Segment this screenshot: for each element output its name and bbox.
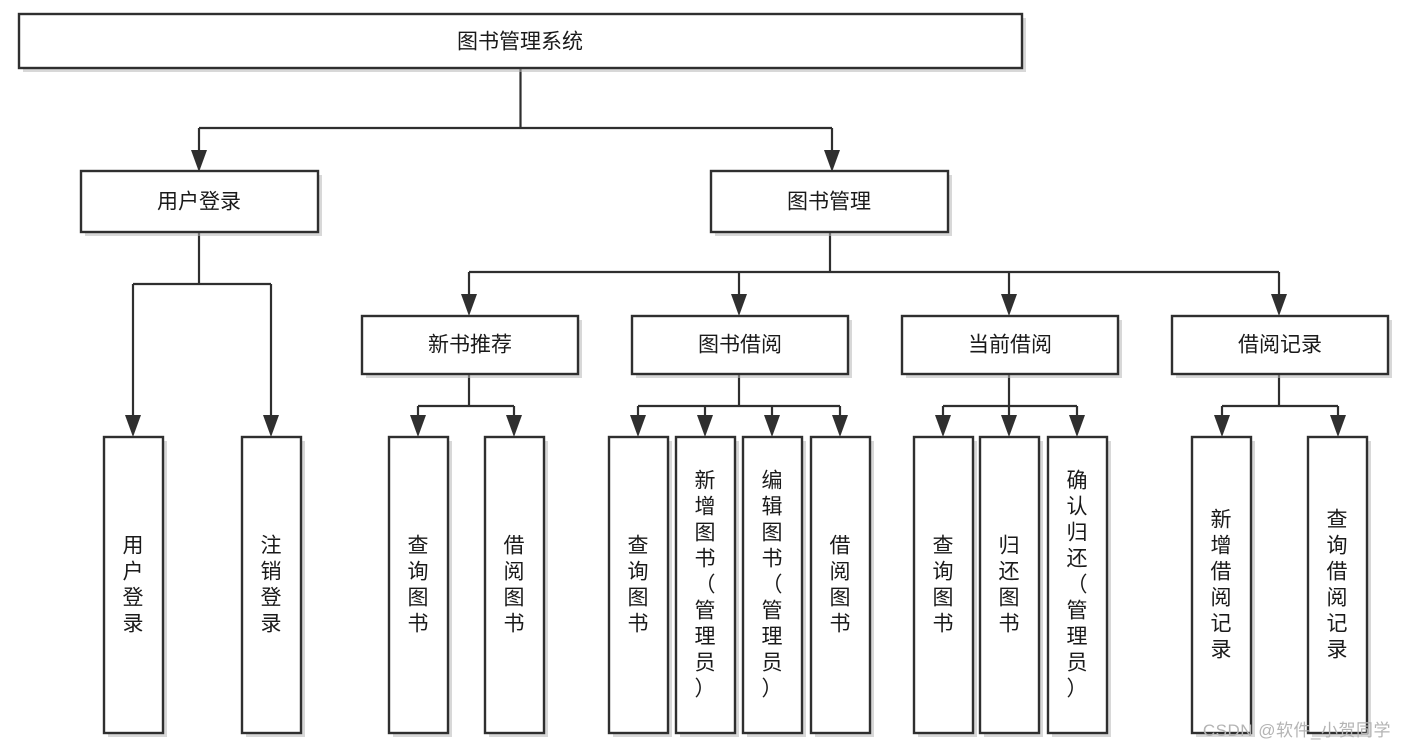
leaf-add-record-label: 新增借阅记录 <box>1211 509 1232 662</box>
arrow-to-leaf-query-record <box>1330 415 1346 437</box>
borrow-records-label: 借阅记录 <box>1238 334 1322 357</box>
node-current-borrow[interactable]: 当前借阅 <box>900 314 1122 378</box>
arrow-to-leaf-confirm-return <box>1069 415 1085 437</box>
leaf-borrow-book-borrow[interactable]: 借阅图书 <box>809 435 874 737</box>
leaf-logout-label: 注销登录 <box>261 535 282 636</box>
arrow-to-leaf-query-book-1 <box>410 415 426 437</box>
new-book-box[interactable] <box>360 314 580 376</box>
leaf-return-book-box[interactable] <box>978 435 1041 735</box>
node-borrow-records[interactable]: 借阅记录 <box>1170 314 1392 378</box>
connector-newbook-to-leaves <box>416 374 516 418</box>
arrow-to-borrow-records <box>1271 294 1287 316</box>
node-new-book-recommend[interactable]: 新书推荐 <box>360 314 582 378</box>
csdn-watermark: CSDN @软件_小贺同学 <box>1202 721 1391 740</box>
leaf-query-book-3-label: 查询图书 <box>933 535 954 636</box>
arrow-to-leaf-query-book-3 <box>935 415 951 437</box>
arrow-to-leaf-add-record <box>1214 415 1230 437</box>
arrow-to-leaf-user-login <box>125 415 141 437</box>
leaf-edit-book-label: 编辑图书（管理员） <box>762 470 783 701</box>
connector-root-to-level2 <box>197 68 834 152</box>
leaf-user-login-box[interactable] <box>102 435 165 735</box>
leaf-logout[interactable]: 注销登录 <box>240 435 305 737</box>
book-borrow-box[interactable] <box>630 314 850 376</box>
arrow-to-book-management <box>824 150 840 172</box>
leaf-user-login[interactable]: 用户登录 <box>102 435 167 737</box>
leaf-add-book-box[interactable] <box>674 435 737 735</box>
root-label: 图书管理系统 <box>457 31 583 54</box>
leaf-query-book-1-label: 查询图书 <box>408 535 429 636</box>
current-borrow-box[interactable] <box>900 314 1120 376</box>
arrow-to-leaf-return-book <box>1001 415 1017 437</box>
arrow-to-leaf-borrow-book-1 <box>506 415 522 437</box>
new-book-label: 新书推荐 <box>428 334 512 357</box>
current-borrow-label: 当前借阅 <box>968 334 1052 357</box>
connector-bookmgmt-to-level3 <box>467 232 1281 296</box>
leaf-add-record-box[interactable] <box>1190 435 1253 735</box>
leaf-return-book[interactable]: 归还图书 <box>978 435 1043 737</box>
root-box[interactable] <box>17 12 1024 70</box>
leaf-query-book-newbook[interactable]: 查询图书 <box>387 435 452 737</box>
leaf-add-borrow-record[interactable]: 新增借阅记录 <box>1190 435 1255 737</box>
arrow-to-leaf-logout <box>263 415 279 437</box>
leaf-borrow-book-2-box[interactable] <box>809 435 872 735</box>
leaf-add-book-admin[interactable]: 新增图书（管理员） <box>674 435 739 737</box>
leaf-query-book-3-box[interactable] <box>912 435 975 735</box>
leaf-confirm-return-label: 确认归还（管理员） <box>1067 470 1088 701</box>
node-root[interactable]: 图书管理系统 <box>17 12 1026 72</box>
arrow-to-leaf-query-book-2 <box>630 415 646 437</box>
arrow-to-new-book <box>461 294 477 316</box>
leaf-confirm-return-admin[interactable]: 确认归还（管理员） <box>1046 435 1111 737</box>
book-management-label: 图书管理 <box>787 191 871 214</box>
leaf-query-book-borrow[interactable]: 查询图书 <box>607 435 672 737</box>
connector-userlogin-to-leaves <box>131 232 273 418</box>
leaf-edit-book-box[interactable] <box>741 435 804 735</box>
leaf-query-book-2-label: 查询图书 <box>628 535 649 636</box>
connector-records-to-leaves <box>1220 374 1340 418</box>
leaf-return-book-label: 归还图书 <box>999 535 1020 636</box>
leaf-query-record-label: 查询借阅记录 <box>1327 509 1348 662</box>
connector-layer <box>125 68 1346 437</box>
node-user-login[interactable]: 用户登录 <box>79 169 322 236</box>
node-book-borrow[interactable]: 图书借阅 <box>630 314 852 378</box>
book-management-box[interactable] <box>709 169 950 234</box>
borrow-records-box[interactable] <box>1170 314 1390 376</box>
leaf-borrow-book-1-box[interactable] <box>483 435 546 735</box>
leaf-query-book-current[interactable]: 查询图书 <box>912 435 977 737</box>
leaf-query-borrow-record[interactable]: 查询借阅记录 <box>1306 435 1371 737</box>
leaf-confirm-return-box[interactable] <box>1046 435 1109 735</box>
connector-bookborrow-to-leaves <box>636 374 842 418</box>
user-login-label: 用户登录 <box>157 191 241 214</box>
arrow-to-current-borrow <box>1001 294 1017 316</box>
leaf-query-record-box[interactable] <box>1306 435 1369 735</box>
leaf-query-book-2-box[interactable] <box>607 435 670 735</box>
arrow-to-user-login <box>191 150 207 172</box>
connector-currentborrow-to-leaves <box>941 374 1079 418</box>
arrow-to-leaf-add-book <box>697 415 713 437</box>
node-book-management[interactable]: 图书管理 <box>709 169 952 236</box>
user-login-box[interactable] <box>79 169 320 234</box>
leaf-borrow-book-1-label: 借阅图书 <box>504 535 525 636</box>
leaf-query-book-1-box[interactable] <box>387 435 450 735</box>
leaf-user-login-label: 用户登录 <box>123 535 144 636</box>
arrow-to-book-borrow <box>731 294 747 316</box>
book-borrow-label: 图书借阅 <box>698 334 782 357</box>
arrow-to-leaf-borrow-book-2 <box>832 415 848 437</box>
leaf-edit-book-admin[interactable]: 编辑图书（管理员） <box>741 435 806 737</box>
arrow-to-leaf-edit-book <box>764 415 780 437</box>
leaf-logout-box[interactable] <box>240 435 303 735</box>
leaf-borrow-book-newbook[interactable]: 借阅图书 <box>483 435 548 737</box>
leaf-borrow-book-2-label: 借阅图书 <box>830 535 851 636</box>
leaf-add-book-label: 新增图书（管理员） <box>695 470 716 701</box>
